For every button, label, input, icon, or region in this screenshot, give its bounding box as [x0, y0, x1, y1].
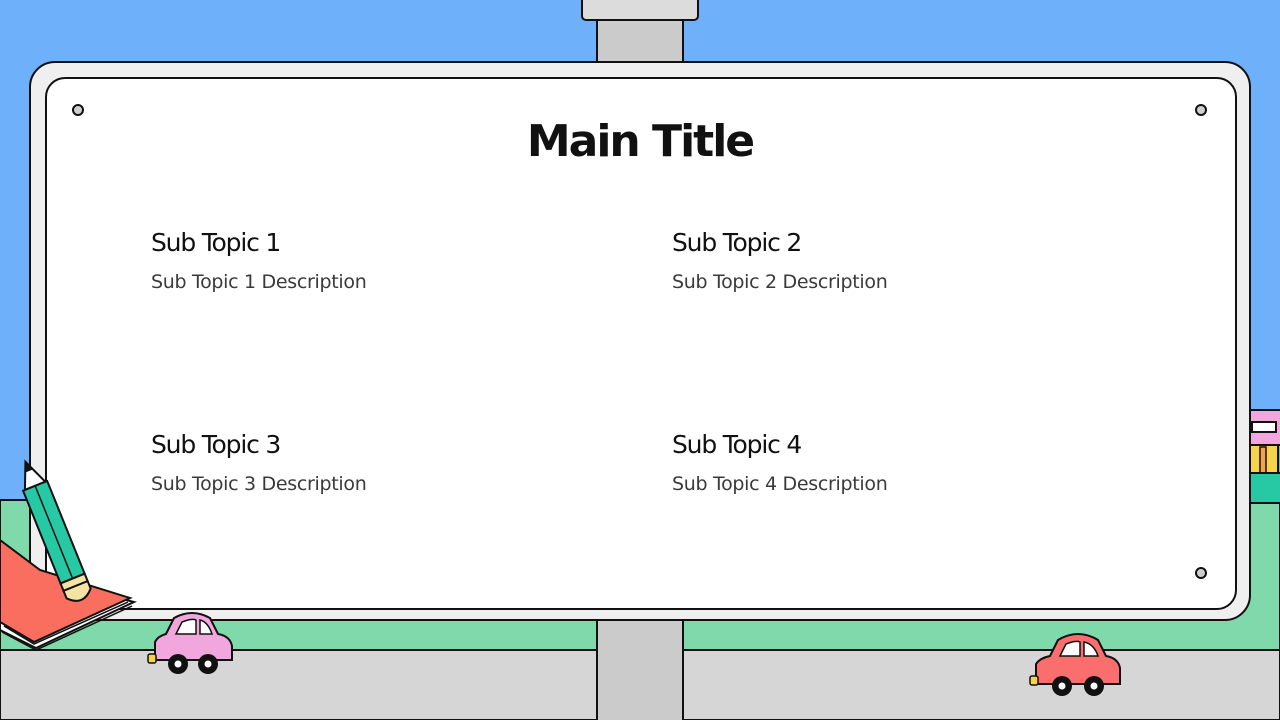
sub-topic-description: Sub Topic 2 Description — [672, 271, 888, 293]
sign-board-panel — [45, 77, 1237, 610]
screw-bottom-right — [1195, 567, 1207, 579]
sub-topic-2: Sub Topic 2 Sub Topic 2 Description — [672, 228, 1112, 294]
sub-topic-4: Sub Topic 4 Sub Topic 4 Description — [672, 430, 1112, 496]
signpost-icon — [581, 0, 699, 720]
sub-topic-title: Sub Topic 2 — [672, 228, 802, 257]
main-title: Main Title — [526, 116, 755, 167]
sub-topic-title: Sub Topic 1 — [151, 228, 281, 257]
screw-top-left — [72, 104, 84, 116]
sub-topic-3: Sub Topic 3 Sub Topic 3 Description — [151, 430, 591, 496]
sign-board — [29, 61, 1251, 621]
sub-topic-description: Sub Topic 4 Description — [672, 473, 888, 495]
sub-topic-description: Sub Topic 3 Description — [151, 473, 367, 495]
screw-top-right — [1195, 104, 1207, 116]
building-icon — [1245, 409, 1280, 504]
sub-topic-title: Sub Topic 3 — [151, 430, 281, 459]
sub-topic-description: Sub Topic 1 Description — [151, 271, 367, 293]
sub-topic-1: Sub Topic 1 Sub Topic 1 Description — [151, 228, 591, 294]
sub-topic-title: Sub Topic 4 — [672, 430, 802, 459]
